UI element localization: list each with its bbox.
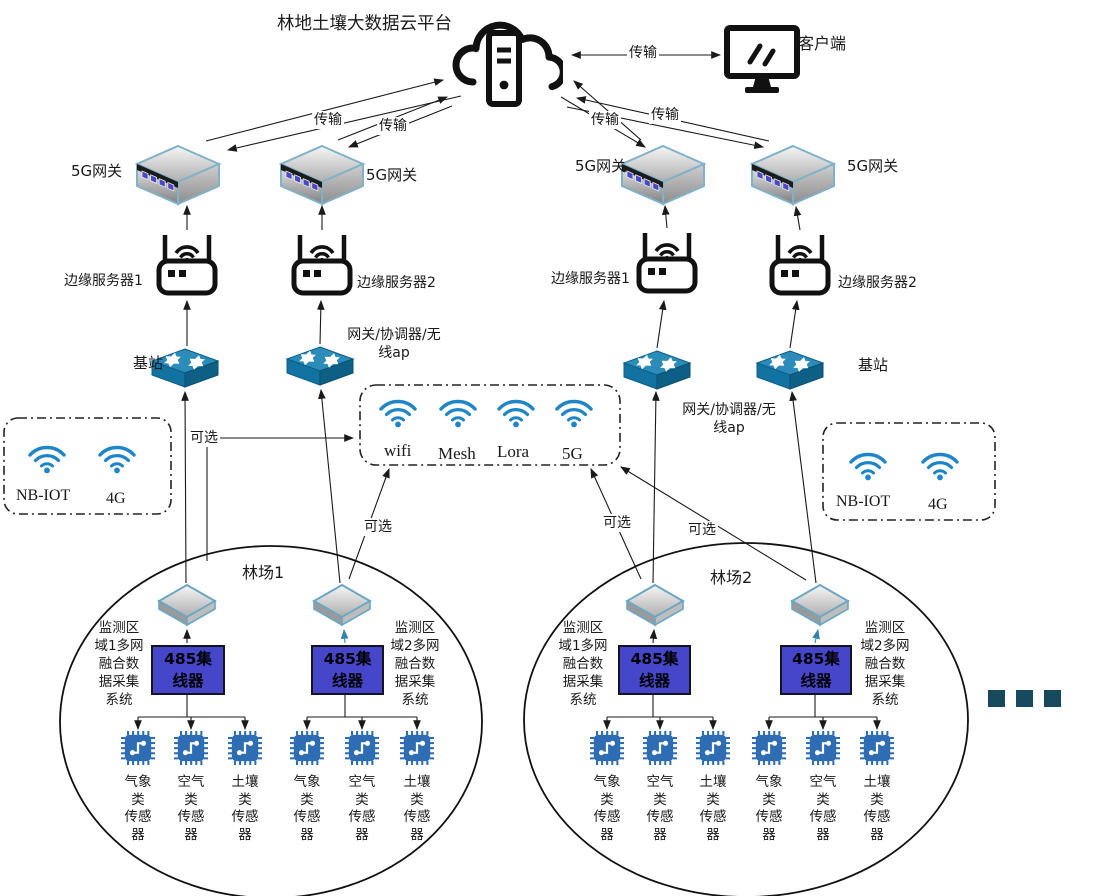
sensor-label: 土壤 类 传感 器: [863, 774, 891, 843]
sensor-label: 土壤 类 传感 器: [403, 774, 431, 843]
wifi-icon: [438, 396, 478, 428]
gateway-label: 5G网关: [847, 157, 899, 175]
sensor-label: 气象 类 传感 器: [293, 774, 321, 843]
optional-label: 可选: [188, 429, 220, 448]
wifi-icon: [496, 396, 536, 428]
farm1-ellipse: [59, 545, 483, 896]
transfer-label: 传输: [312, 111, 344, 130]
5g-gateway-icon: [277, 144, 367, 206]
ellipsis-dot: [1016, 690, 1033, 707]
cloud-server-icon: [443, 6, 563, 111]
monitor-area-text: 监测区 域2多网 融合数 据采集 系统: [860, 620, 910, 708]
base-station-icon: [622, 349, 692, 391]
hub-485: 485集 线器: [151, 645, 225, 695]
transfer-label: 传输: [589, 111, 621, 130]
farm-switch-icon: [625, 583, 685, 627]
edge-server-label: 边缘服务器2: [838, 275, 917, 291]
gateway-label: 5G网关: [575, 157, 627, 175]
sensor-label: 空气 类 传感 器: [646, 774, 674, 843]
ap-label: 网关/协调器/无 线ap: [347, 327, 441, 362]
wifi-icon: [27, 442, 67, 474]
farm2-ellipse: [523, 542, 969, 896]
sensor-label: 空气 类 传感 器: [809, 774, 837, 843]
wifi-icon: [97, 442, 137, 474]
client-label: 客户端: [798, 34, 847, 53]
edge-server-icon: [151, 232, 223, 298]
wifi-icon: [554, 396, 594, 428]
middle-wireless-box: [359, 384, 621, 466]
monitor-area-text: 监测区 域2多网 融合数 据采集 系统: [390, 620, 440, 708]
wifi-icon: [920, 449, 960, 481]
sensor-label: 土壤 类 传感 器: [699, 774, 727, 843]
protocol-label-4g: 4G: [928, 496, 948, 513]
farm-switch-icon: [312, 583, 372, 627]
farm-switch-icon: [790, 583, 850, 627]
edge-server-label: 边缘服务器1: [64, 273, 143, 289]
transfer-label: 传输: [627, 44, 659, 63]
5g-gateway-icon: [748, 144, 838, 206]
sensor-chip-icon: [590, 731, 624, 765]
5g-gateway-icon: [618, 144, 708, 206]
edge-server-label: 边缘服务器1: [551, 271, 630, 287]
gateway-label: 5G网关: [71, 162, 123, 180]
sensor-label: 空气 类 传感 器: [348, 774, 376, 843]
page-title: 林地土壤大数据云平台: [277, 14, 452, 34]
hub-485: 485集 线器: [311, 645, 384, 695]
sensor-chip-icon: [174, 731, 208, 765]
hub-485: 485集 线器: [780, 645, 852, 695]
sensor-label: 气象 类 传感 器: [124, 774, 152, 843]
base-station-label: 基站: [133, 354, 164, 372]
sensor-chip-icon: [860, 731, 894, 765]
optional-label: 可选: [686, 521, 718, 540]
sensor-chip-icon: [290, 731, 324, 765]
farm1-label: 林场1: [242, 563, 285, 582]
protocol-label-nbiot: NB-IOT: [836, 493, 891, 510]
ellipsis-dot: [1044, 690, 1061, 707]
client-monitor-icon: [722, 24, 802, 98]
sensor-chip-icon: [121, 731, 155, 765]
protocol-label-5g: 5G: [562, 444, 583, 463]
sensor-chip-icon: [228, 731, 262, 765]
edge-server-label: 边缘服务器2: [357, 275, 436, 291]
sensor-label: 空气 类 传感 器: [177, 774, 205, 843]
gateway-label: 5G网关: [366, 166, 418, 184]
farm2-label: 林场2: [710, 568, 753, 587]
sensor-label: 气象 类 传感 器: [593, 774, 621, 843]
monitor-area-text: 监测区 域1多网 融合数 据采集 系统: [94, 620, 144, 708]
ellipsis-dot: [988, 690, 1005, 707]
edge-server-icon: [631, 230, 703, 296]
protocol-label-4g: 4G: [106, 490, 126, 507]
base-station-label: 基站: [858, 356, 889, 374]
wifi-icon: [378, 396, 418, 428]
optional-label: 可选: [601, 514, 633, 533]
sensor-chip-icon: [696, 731, 730, 765]
base-station-icon: [755, 349, 825, 391]
farm-switch-icon: [157, 583, 217, 627]
transfer-label: 传输: [649, 106, 681, 125]
edge-server-icon: [286, 232, 358, 298]
monitor-area-text: 监测区 域1多网 融合数 据采集 系统: [558, 620, 608, 708]
sensor-chip-icon: [643, 731, 677, 765]
sensor-chip-icon: [752, 731, 786, 765]
hub-485: 485集 线器: [618, 645, 691, 695]
sensor-chip-icon: [806, 731, 840, 765]
sensor-label: 土壤 类 传感 器: [231, 774, 259, 843]
5g-gateway-icon: [133, 144, 223, 206]
sensor-label: 气象 类 传感 器: [755, 774, 783, 843]
optional-label: 可选: [362, 518, 394, 537]
protocol-label-nbiot: NB-IOT: [16, 487, 71, 504]
protocol-label-mesh: Mesh: [438, 444, 476, 463]
ap-label: 网关/协调器/无 线ap: [682, 402, 776, 437]
protocol-label-wifi: wifi: [384, 441, 412, 460]
edge-server-icon: [764, 232, 836, 298]
left-wireless-box: [3, 417, 172, 515]
wifi-icon: [848, 449, 888, 481]
sensor-chip-icon: [345, 731, 379, 765]
transfer-label: 传输: [377, 117, 409, 136]
sensor-chip-icon: [400, 731, 434, 765]
right-wireless-box: [822, 422, 996, 521]
protocol-label-lora: Lora: [497, 442, 530, 461]
